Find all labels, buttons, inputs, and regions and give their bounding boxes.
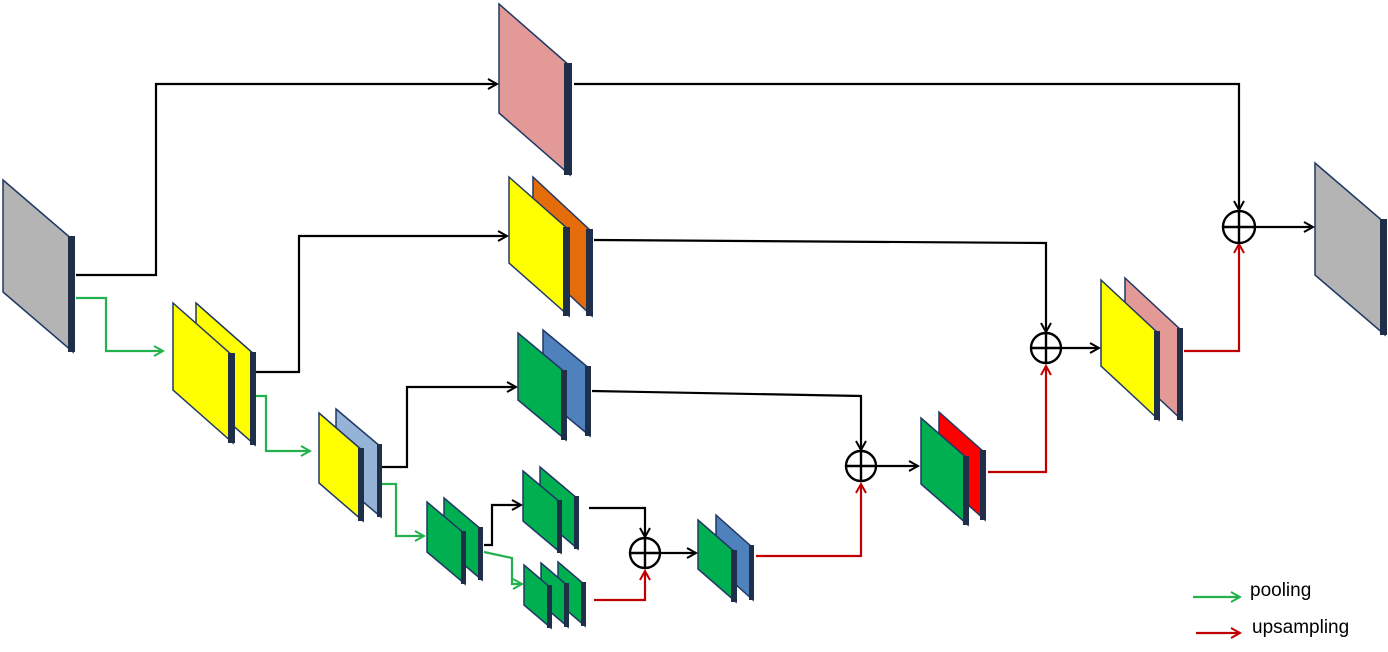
sum-circle-icon <box>628 536 662 570</box>
top-branch-feature-map <box>498 2 572 177</box>
upsampling-arrows <box>594 244 1239 602</box>
merge1-feature-map <box>697 513 754 604</box>
legend-upsampling-label: upsampling <box>1252 617 1349 638</box>
up-arrow-2 <box>756 484 861 558</box>
pool-arrow-4 <box>483 550 522 584</box>
skip-arrow-pool1-to-branch2 <box>256 236 507 374</box>
pool1-feature-map <box>172 301 256 447</box>
sum-circle-icon <box>844 449 878 483</box>
skip-arrow-pool2-to-branch3 <box>382 387 516 469</box>
merge3-feature-map <box>1100 276 1183 422</box>
up-arrow-1 <box>594 571 645 602</box>
skip-connections <box>76 84 1313 553</box>
legend-item-pooling: pooling <box>1193 580 1311 601</box>
pool2-feature-map <box>318 407 382 523</box>
output-feature-map <box>1314 161 1387 337</box>
branch2-feature-map <box>508 175 593 318</box>
sum-circle-icon <box>1029 331 1063 365</box>
legend-pooling-label: pooling <box>1250 580 1311 601</box>
up-arrow-4 <box>1184 244 1239 353</box>
pool3-feature-map <box>426 496 483 586</box>
skip-arrow-branch3-to-sum2 <box>591 389 861 450</box>
pool-arrow-1 <box>76 296 163 351</box>
pool4-feature-map <box>523 560 586 630</box>
sum-nodes <box>628 209 1257 570</box>
input-feature-map <box>2 178 75 354</box>
skip-arrow-branch2-to-sum3 <box>593 238 1046 332</box>
legend-item-upsampling: upsampling <box>1196 617 1349 638</box>
skip-arrow-branch4-to-sum1 <box>589 506 645 537</box>
branch4-feature-map <box>522 465 579 555</box>
skip-arrow-input-to-top <box>76 84 497 277</box>
pool-arrow-3 <box>382 482 424 536</box>
sum-circle-icon <box>1221 209 1257 245</box>
legend: pooling upsampling <box>1193 580 1349 638</box>
merge2-feature-map <box>920 410 986 527</box>
feature-maps <box>2 2 1387 630</box>
pool-arrow-2 <box>256 394 310 451</box>
up-arrow-3 <box>988 366 1046 474</box>
skip-arrow-top-to-sum4 <box>574 82 1239 210</box>
pooling-arrows <box>76 296 522 584</box>
skip-arrow-pool3-to-branch4 <box>484 505 521 547</box>
branch3-feature-map <box>517 328 591 442</box>
